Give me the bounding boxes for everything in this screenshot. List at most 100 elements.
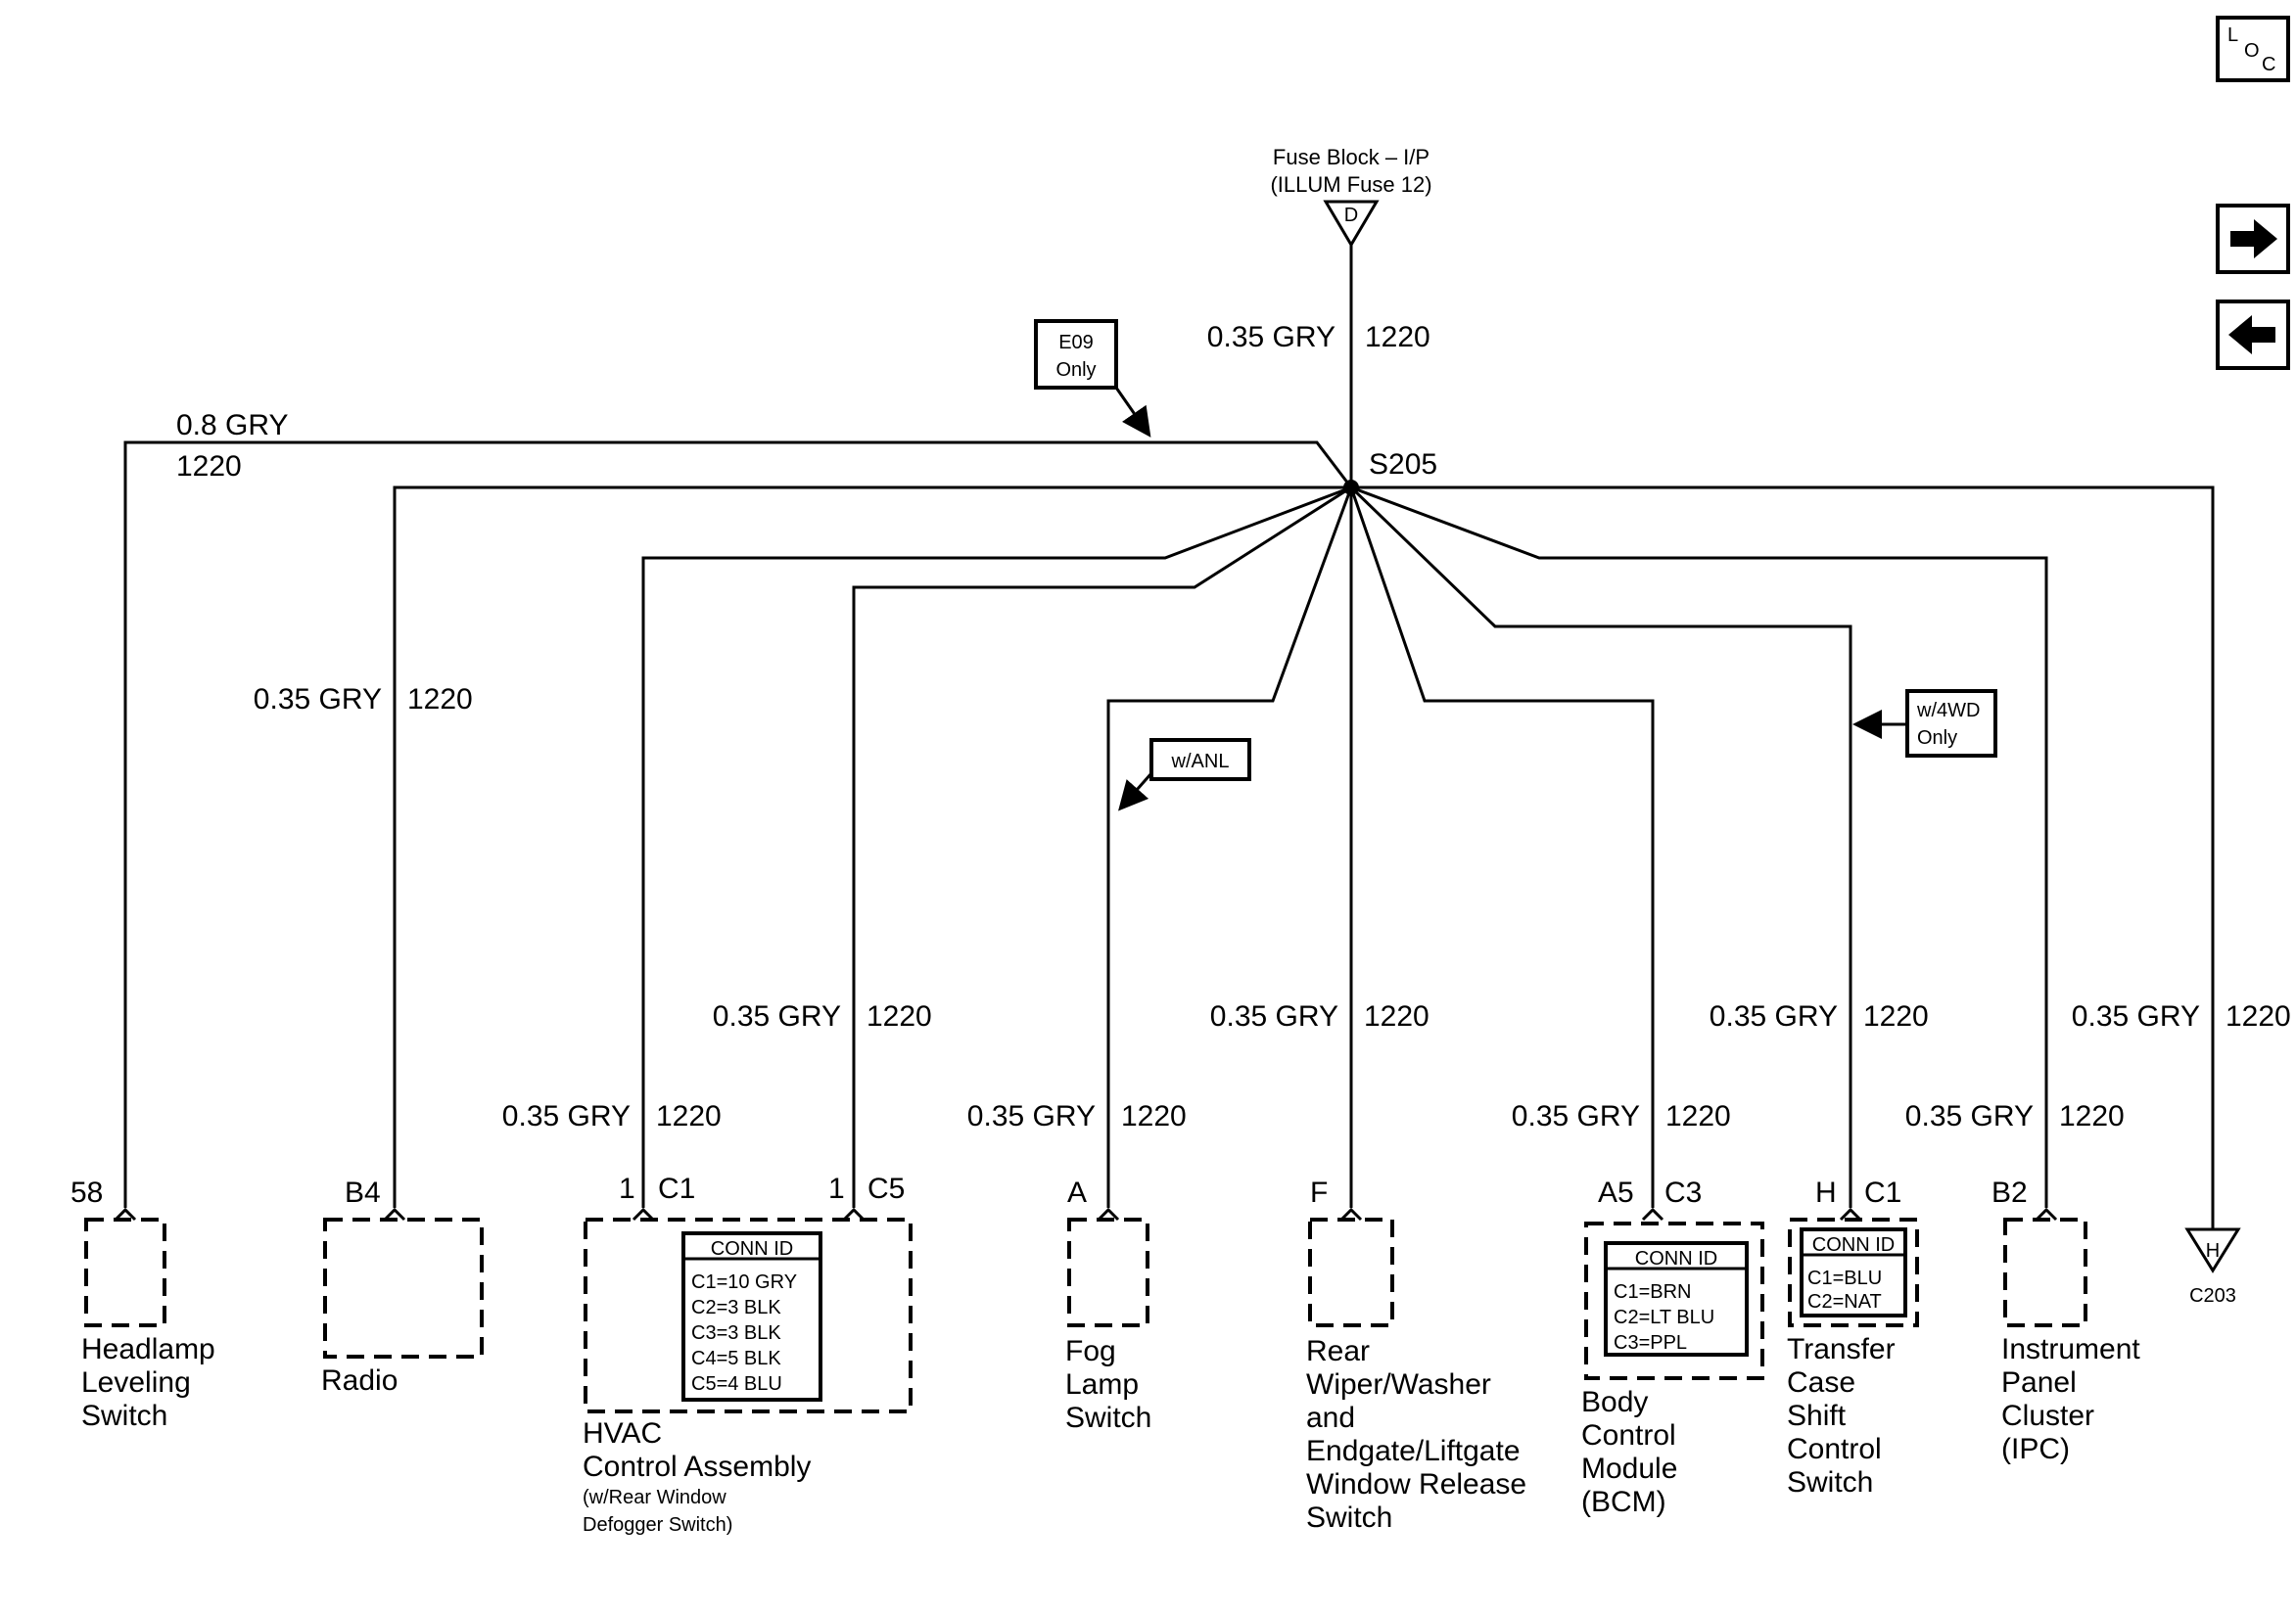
loc-button[interactable]: L O C	[2216, 16, 2290, 82]
note-anl-text: w/ANL	[1171, 751, 1230, 772]
c203-label: C203	[2189, 1285, 2236, 1307]
wire-hvac-c5	[852, 485, 1352, 1208]
transfer-name-line1: Transfer	[1787, 1333, 1896, 1365]
wire-transfer-circuit: 1220	[1863, 1000, 1929, 1033]
note-4wd-only: w/4WD Only	[1852, 689, 1997, 758]
previous-page-button[interactable]	[2216, 300, 2290, 370]
component-fog-lamp-switch: Fog Lamp Switch	[1065, 1218, 1151, 1434]
wire-transfer	[1349, 485, 1852, 1208]
pin-transfer-cavity: H	[1815, 1177, 1837, 1209]
hvac-conn-id-row: C3=3 BLK	[691, 1322, 781, 1344]
pin-bcm-connector: C3	[1664, 1177, 1702, 1209]
headlamp-name-line1: Headlamp	[81, 1333, 215, 1365]
fuse-block-source: Fuse Block – I/P (ILLUM Fuse 12) D 0.35 …	[1207, 145, 1432, 487]
wire-hvac-c1-size: 0.35 GRY	[502, 1100, 631, 1132]
fuse-terminal-letter: D	[1344, 205, 1358, 226]
wire-ipc	[1350, 485, 2048, 1208]
fuse-block-title: Fuse Block – I/P	[1273, 145, 1429, 169]
fuse-terminal-symbol	[1323, 200, 1380, 248]
ipc-name-line3: Cluster	[2001, 1400, 2094, 1432]
component-radio: Radio	[321, 1218, 484, 1397]
wire-hvac-c5-size: 0.35 GRY	[713, 1000, 841, 1033]
fog-name-line3: Switch	[1065, 1402, 1151, 1434]
note-w-anl: w/ANL	[1118, 738, 1251, 811]
loc-letter-c: C	[2262, 54, 2275, 75]
wire-rear-size: 0.35 GRY	[1210, 1000, 1338, 1033]
wire-transfer-size: 0.35 GRY	[1710, 1000, 1838, 1033]
wire-ipc-circuit: 1220	[2059, 1100, 2125, 1132]
wire-rear-circuit: 1220	[1364, 1000, 1429, 1033]
bcm-conn-id-row: C3=PPL	[1614, 1332, 1687, 1354]
fog-name-line2: Lamp	[1065, 1368, 1139, 1401]
hvac-name-line1: HVAC	[583, 1417, 662, 1450]
transfer-conn-id-header: CONN ID	[1812, 1234, 1895, 1256]
note-4wd-line2: Only	[1917, 727, 1957, 749]
hvac-conn-id-table	[681, 1231, 822, 1402]
wire-radio-circuit: 1220	[407, 683, 473, 716]
transfer-name-line2: Case	[1787, 1366, 1855, 1399]
bcm-conn-id-header: CONN ID	[1635, 1248, 1717, 1270]
radio-name: Radio	[321, 1364, 398, 1397]
headlamp-name-line3: Switch	[81, 1400, 167, 1432]
feed-wire-size: 0.35 GRY	[1207, 321, 1335, 353]
hvac-conn-id-row: C2=3 BLK	[691, 1297, 781, 1318]
next-page-button[interactable]	[2216, 204, 2290, 274]
hvac-conn-id-row: C4=5 BLK	[691, 1348, 781, 1369]
note-e09-line2: Only	[1055, 359, 1096, 381]
wire-hvac-c1	[641, 485, 1352, 1208]
hvac-name-line2: Control Assembly	[583, 1451, 811, 1483]
transfer-conn-id-row: C2=NAT	[1807, 1291, 1882, 1313]
pin-hvac-c1-connector: C1	[658, 1173, 695, 1205]
splice-label: S205	[1369, 448, 1437, 481]
wire-hvac-c1-circuit: 1220	[656, 1100, 722, 1132]
bcm-conn-id-table	[1604, 1241, 1749, 1357]
transfer-name-line4: Control	[1787, 1433, 1882, 1465]
hvac-conn-id-row: C5=4 BLU	[691, 1373, 782, 1395]
note-4wd-line1: w/4WD	[1916, 700, 1980, 721]
bcm-conn-id-row: C1=BRN	[1614, 1281, 1691, 1303]
rear-name-line1: Rear	[1306, 1335, 1370, 1367]
hvac-note-line1: (w/Rear Window	[583, 1487, 726, 1508]
wire-fog-circuit: 1220	[1121, 1100, 1187, 1132]
c203-terminal-letter: H	[2206, 1240, 2220, 1262]
note-anl-arrow	[1118, 772, 1153, 811]
pin-hvac-c5-cavity: 1	[828, 1173, 845, 1205]
arrow-left-icon	[2228, 315, 2275, 354]
wire-radio-size: 0.35 GRY	[254, 683, 382, 716]
transfer-name-line5: Switch	[1787, 1466, 1873, 1499]
pin-bcm-cavity: A5	[1598, 1177, 1634, 1209]
fog-name-line1: Fog	[1065, 1335, 1116, 1367]
c203-terminal-symbol	[2184, 1227, 2241, 1273]
component-hvac-control-assembly: CONN ID C1=10 GRY C2=3 BLK C3=3 BLK C4=5…	[583, 1218, 913, 1536]
hvac-conn-id-row: C1=10 GRY	[691, 1271, 797, 1293]
component-rear-wiper-washer-switch: Rear Wiper/Washer and Endgate/Liftgate W…	[1306, 1218, 1526, 1534]
component-instrument-panel-cluster: Instrument Panel Cluster (IPC)	[2001, 1218, 2140, 1465]
pin-headlamp: 58	[70, 1177, 103, 1209]
pin-transfer-connector: C1	[1864, 1177, 1901, 1209]
bcm-name-line3: Module	[1581, 1453, 1677, 1485]
bcm-name-line2: Control	[1581, 1419, 1676, 1452]
component-body-control-module: CONN ID C1=BRN C2=LT BLU C3=PPL Body Con…	[1581, 1222, 1764, 1518]
hvac-note-line2: Defogger Switch)	[583, 1514, 732, 1536]
pin-hvac-c1-cavity: 1	[619, 1173, 635, 1205]
headlamp-name-line2: Leveling	[81, 1366, 191, 1399]
wire-fog	[1106, 486, 1353, 1208]
note-e09-line1: E09	[1058, 332, 1094, 353]
wire-radio	[393, 485, 1351, 1208]
bcm-name-line1: Body	[1581, 1386, 1648, 1418]
terminal-marks	[114, 1207, 2058, 1222]
loc-letter-l: L	[2227, 24, 2238, 46]
transfer-conn-id-row: C1=BLU	[1807, 1268, 1882, 1289]
loc-letter-o: O	[2244, 40, 2260, 62]
transfer-name-line3: Shift	[1787, 1400, 1847, 1432]
wire-c203-size: 0.35 GRY	[2072, 1000, 2200, 1033]
bcm-conn-id-row: C2=LT BLU	[1614, 1307, 1714, 1328]
note-e09-only: E09 Only	[1034, 319, 1151, 438]
bcm-name-line4: (BCM)	[1581, 1486, 1666, 1518]
pin-hvac-c5-connector: C5	[867, 1173, 905, 1205]
note-e09-arrow	[1114, 387, 1151, 438]
wire-bcm	[1349, 486, 1655, 1208]
hvac-conn-id-header: CONN ID	[711, 1238, 793, 1260]
fuse-block-fuse: (ILLUM Fuse 12)	[1270, 172, 1431, 197]
